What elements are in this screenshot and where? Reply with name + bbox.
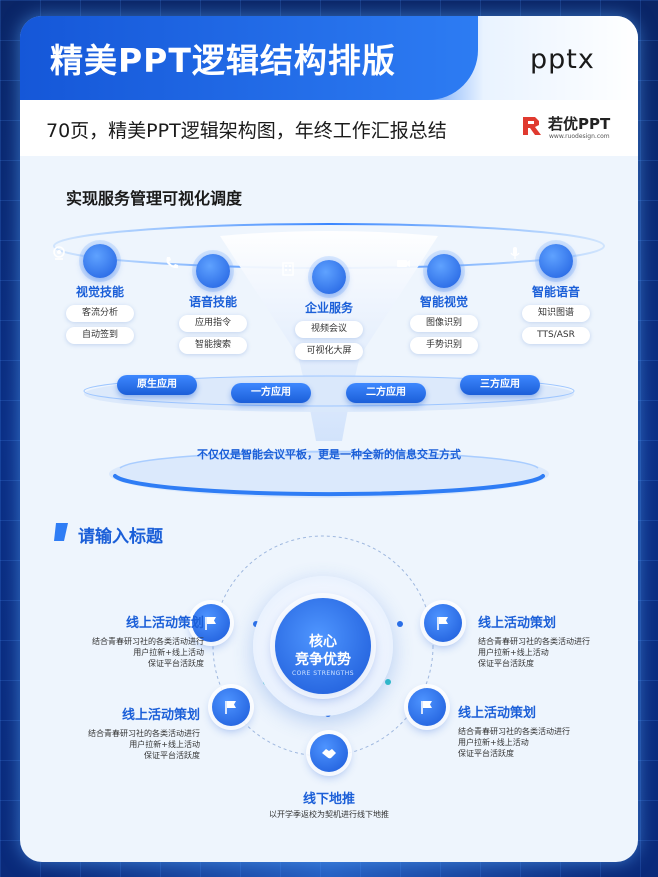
node-item: 应用指令 xyxy=(179,315,247,332)
bottom-strategy-title: 线下地推 xyxy=(302,792,355,807)
node-item: TTS/ASR xyxy=(522,327,590,344)
app-native-button[interactable]: 原生应用 xyxy=(117,375,197,395)
core-subtitle-en: CORE STRENGTHS xyxy=(291,670,355,677)
strategy-desc: 结合青春研习社的各类活动进行 用户拉新+线上活动 保证平台活跃度 xyxy=(92,637,204,668)
flag-icon xyxy=(192,604,230,642)
node-item: 可视化大屏 xyxy=(295,343,363,360)
strategy-title: 线上活动策划 xyxy=(121,708,200,723)
camera-icon xyxy=(397,254,461,288)
vision-icon xyxy=(53,244,117,278)
node-item: 视频会议 xyxy=(295,321,363,338)
title-banner: 精美PPT逻辑结构排版 xyxy=(20,16,478,100)
node-title: 语音技能 xyxy=(188,295,237,309)
node-item: 知识图谱 xyxy=(522,305,590,322)
node-smart-vision: 智能视觉 图像识别 手势识别 xyxy=(394,254,494,354)
section-marker-icon xyxy=(54,523,68,541)
format-label: pptx xyxy=(530,44,595,75)
core-title-2: 竞争优势 xyxy=(295,652,351,668)
node-enterprise-service: 企业服务 视频会议 可视化大屏 xyxy=(279,260,379,360)
core-title-1: 核心 xyxy=(309,634,337,650)
strategy-top-right: 线上活动策划 结合青春研习社的各类活动进行 用户拉新+线上活动 保证平台活跃度 xyxy=(478,612,638,669)
strategy-bottom-left: 线上活动策划 结合青春研习社的各类活动进行 用户拉新+线上活动 保证平台活跃度 xyxy=(30,704,200,761)
platform-tagline: 不仅仅是智能会议平板，更是一种全新的信息交互方式 xyxy=(197,448,461,461)
section1-title: 实现服务管理可视化调度 xyxy=(66,189,243,208)
strategy-title: 线上活动策划 xyxy=(478,616,557,631)
flag-icon xyxy=(424,604,462,642)
node-item: 自动签到 xyxy=(66,327,134,344)
brand-name: 若优PPT xyxy=(548,115,611,133)
node-item: 客流分析 xyxy=(66,305,134,322)
voice-icon xyxy=(510,244,573,278)
building-icon xyxy=(282,260,346,294)
strategy-title: 线上活动策划 xyxy=(458,706,537,721)
strategy-desc: 结合青春研习社的各类活动进行 用户拉新+线上活动 保证平台活跃度 xyxy=(478,637,590,668)
title-bar: 精美PPT逻辑结构排版 pptx xyxy=(20,16,638,100)
bottom-strategy-desc: 以开学季返校为契机进行线下地推 xyxy=(269,810,389,819)
node-vision-skill: 视觉技能 客流分析 自动签到 xyxy=(50,244,150,344)
subtitle: 70页，精美PPT逻辑架构图，年终工作汇报总结 xyxy=(46,120,447,142)
app-third-party-button[interactable]: 三方应用 xyxy=(460,375,540,395)
strategy-title: 线上活动策划 xyxy=(125,616,204,631)
app-first-party-button[interactable]: 一方应用 xyxy=(231,383,311,403)
node-title: 智能语音 xyxy=(531,285,580,299)
strategy-top-left: 线上活动策划 结合青春研习社的各类活动进行 用户拉新+线上活动 保证平台活跃度 xyxy=(34,612,204,669)
flag-icon xyxy=(212,688,250,726)
node-item: 智能搜索 xyxy=(179,337,247,354)
node-item: 手势识别 xyxy=(410,337,478,354)
node-smart-voice: 智能语音 知识图谱 TTS/ASR xyxy=(506,244,606,344)
strategy-desc: 结合青春研习社的各类活动进行 用户拉新+线上活动 保证平台活跃度 xyxy=(88,729,200,760)
subtitle-bar: 70页，精美PPT逻辑架构图，年终工作汇报总结 若优PPT www.ruodes… xyxy=(20,100,638,156)
core-strength-circle: 核心 竞争优势 CORE STRENGTHS xyxy=(253,576,393,716)
node-item: 图像识别 xyxy=(410,315,478,332)
strategy-desc: 结合青春研习社的各类活动进行 用户拉新+线上活动 保证平台活跃度 xyxy=(458,727,570,758)
node-title: 智能视觉 xyxy=(419,295,468,309)
node-title: 视觉技能 xyxy=(75,285,124,299)
handshake-icon xyxy=(310,734,348,772)
flag-icon xyxy=(408,688,446,726)
app-second-party-button[interactable]: 二方应用 xyxy=(346,383,426,403)
brand-logo[interactable]: 若优PPT www.ruodesign.com xyxy=(520,112,620,146)
funnel-diagram: 视觉技能 客流分析 自动签到 语音技能 应用指令 智能搜索 企业服务 视频会议 … xyxy=(20,206,638,506)
poster-card: 精美PPT逻辑结构排版 pptx 70页，精美PPT逻辑架构图，年终工作汇报总结… xyxy=(20,16,638,862)
brand-logo-icon xyxy=(523,117,541,135)
page-title: 精美PPT逻辑结构排版 xyxy=(50,41,396,80)
brand-url: www.ruodesign.com xyxy=(549,133,610,140)
node-title: 企业服务 xyxy=(304,301,353,315)
strategy-bottom-right: 线上活动策划 结合青春研习社的各类活动进行 用户拉新+线上活动 保证平台活跃度 xyxy=(458,702,628,759)
section2-title: 请输入标题 xyxy=(78,527,163,547)
phone-icon xyxy=(166,254,230,288)
node-voice-skill: 语音技能 应用指令 智能搜索 xyxy=(163,254,263,354)
